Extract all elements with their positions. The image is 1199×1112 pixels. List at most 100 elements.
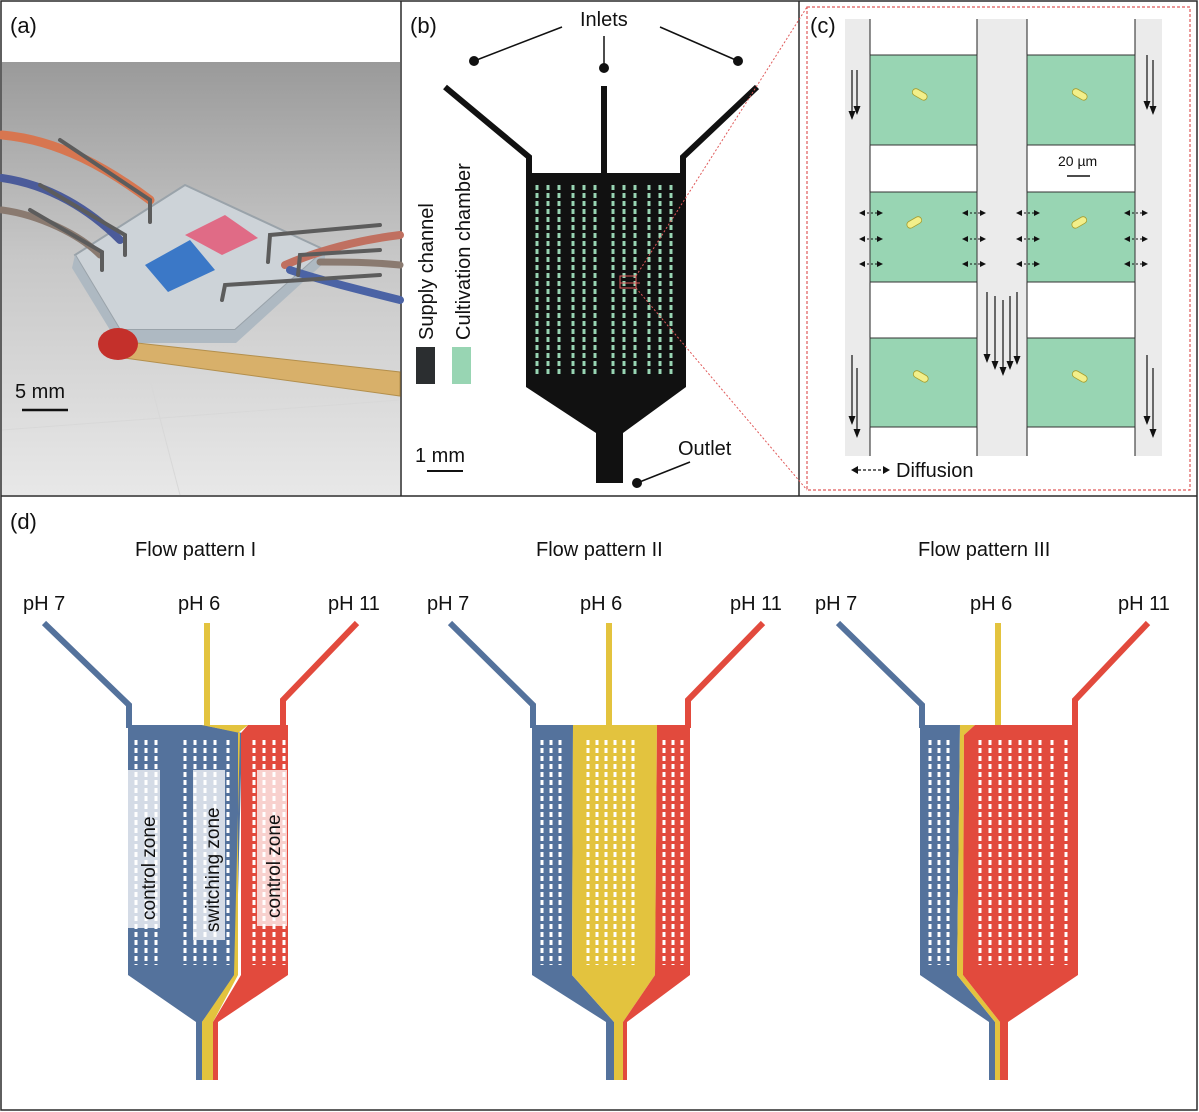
diffusion-arrowhead — [1034, 236, 1040, 242]
diffusion-arrowhead — [859, 261, 865, 267]
chamber — [1026, 54, 1136, 146]
pattern-3-inlet-ph11: pH 11 — [1118, 593, 1170, 615]
diffusion-arrowhead — [859, 236, 865, 242]
outlet-dot — [632, 478, 642, 488]
flow-arrowhead — [1143, 101, 1151, 110]
flow-arrowhead — [1006, 361, 1014, 370]
zone-label-control-right: control zone — [264, 814, 285, 918]
diffusion-arrowhead — [859, 210, 865, 216]
chamber — [869, 191, 978, 283]
diffusion-arrowhead — [1016, 236, 1022, 242]
inlet-channel-left — [443, 84, 532, 176]
flow-arrowhead — [999, 367, 1007, 376]
inlet-dot-center — [599, 63, 609, 73]
diffusion-arrowhead — [962, 261, 968, 267]
flow-pattern-3: Flow pattern III pH 7 pH 6 pH 11 — [815, 539, 1170, 1080]
flow-arrowhead — [1149, 429, 1157, 438]
inlet-dot-left — [469, 56, 479, 66]
photo-red-fluid — [185, 215, 258, 255]
legend-cultivation-swatch — [452, 347, 471, 384]
zoom-box — [619, 275, 637, 289]
pattern-1-title: Flow pattern I — [135, 539, 256, 561]
inlet-dot-right — [733, 56, 743, 66]
chip-layout — [443, 84, 760, 483]
diffusion-arrowhead — [980, 261, 986, 267]
flow-arrowhead — [1149, 106, 1157, 115]
diffusion-arrowhead — [877, 236, 883, 242]
pattern-2-inlet-ph6: pH 6 — [580, 593, 622, 615]
legend-supply-swatch — [416, 347, 435, 384]
flow-arrowhead — [1013, 356, 1021, 365]
cell — [1071, 216, 1088, 229]
supply-channel-middle — [977, 19, 1027, 456]
pattern-1-inlet-ph7: pH 7 — [23, 593, 65, 615]
diffusion-arrowhead — [1142, 236, 1148, 242]
diffusion-arrows — [859, 210, 1148, 267]
panel-d-label: (d) — [10, 509, 37, 534]
flow-arrowhead — [991, 361, 999, 370]
diffusion-arrowhead — [877, 261, 883, 267]
panel-c-scale-text: 20 µm — [1058, 153, 1097, 169]
chamber — [1026, 337, 1136, 428]
photo-match-head — [98, 328, 138, 360]
diffusion-legend-label: Diffusion — [896, 460, 973, 482]
panel-b-scale-text: 1 mm — [415, 445, 465, 467]
cultivation-chambers-b — [535, 185, 673, 377]
cell — [912, 370, 929, 383]
pattern-2-title: Flow pattern II — [536, 539, 663, 561]
pattern-2-inlet-ph7: pH 7 — [427, 593, 469, 615]
supply-channel-right — [1135, 19, 1162, 456]
diffusion-arrowhead — [980, 210, 986, 216]
inlets-label: Inlets — [580, 9, 628, 31]
supply-channel-body — [526, 173, 686, 483]
legend-cultivation-label: Cultivation chamber — [453, 163, 475, 340]
flow-arrowhead — [1143, 416, 1151, 425]
inlet-channel-right — [680, 84, 760, 176]
flow-arrows — [848, 55, 1157, 438]
diffusion-arrowhead — [1142, 210, 1148, 216]
panel-a: 5 mm (a) — [0, 2, 404, 496]
diffusion-legend-arrow — [851, 466, 890, 474]
flow-pattern-2: Flow pattern II pH 7 pH 6 pH 11 — [427, 539, 782, 1080]
diffusion-arrowhead — [1016, 261, 1022, 267]
zone-highlight — [257, 770, 287, 926]
flow-arrowhead — [848, 416, 856, 425]
diffusion-arrowhead — [962, 210, 968, 216]
diffusion-arrowhead — [877, 210, 883, 216]
diffusion-arrowhead — [1034, 261, 1040, 267]
diffusion-arrowhead — [1034, 210, 1040, 216]
zoom-connectors — [635, 6, 808, 491]
pattern-3-chambers — [928, 740, 1068, 965]
panel-a-scale-text: 5 mm — [15, 381, 65, 403]
chamber — [869, 337, 978, 428]
zone-highlight — [193, 770, 225, 940]
inlet-leaders — [473, 26, 739, 68]
pattern-1-inlet-ph11: pH 11 — [328, 593, 380, 615]
outlet-label: Outlet — [678, 438, 732, 460]
flow-arrowhead — [853, 106, 861, 115]
pattern-1-inlet-ph6: pH 6 — [178, 593, 220, 615]
diffusion-arrowhead — [1142, 261, 1148, 267]
panel-b-label: (b) — [410, 13, 437, 38]
photo-blue-fluid — [145, 240, 215, 292]
cell — [1071, 370, 1088, 383]
panel-a-label: (a) — [10, 13, 37, 38]
panel-c: 20 µm Diffusion (c) — [806, 6, 1191, 491]
flow-arrowhead — [983, 354, 991, 363]
flow-arrowhead — [853, 429, 861, 438]
diffusion-arrowhead — [962, 236, 968, 242]
cells — [906, 88, 1088, 383]
zone-label-switching: switching zone — [203, 807, 224, 932]
chamber — [1026, 191, 1136, 283]
zone-label-control-left: control zone — [139, 816, 160, 920]
cell — [1071, 88, 1088, 101]
photo-chip-edge — [72, 250, 325, 343]
pattern-2-chambers — [540, 740, 684, 965]
pattern-3-inlet-ph6: pH 6 — [970, 593, 1012, 615]
flow-pattern-1: Flow pattern I pH 7 pH 6 pH 11 control z… — [23, 539, 380, 1080]
photo-tile-lines — [1, 379, 401, 496]
legend-supply-label: Supply channel — [416, 203, 438, 340]
diffusion-arrowhead — [1016, 210, 1022, 216]
